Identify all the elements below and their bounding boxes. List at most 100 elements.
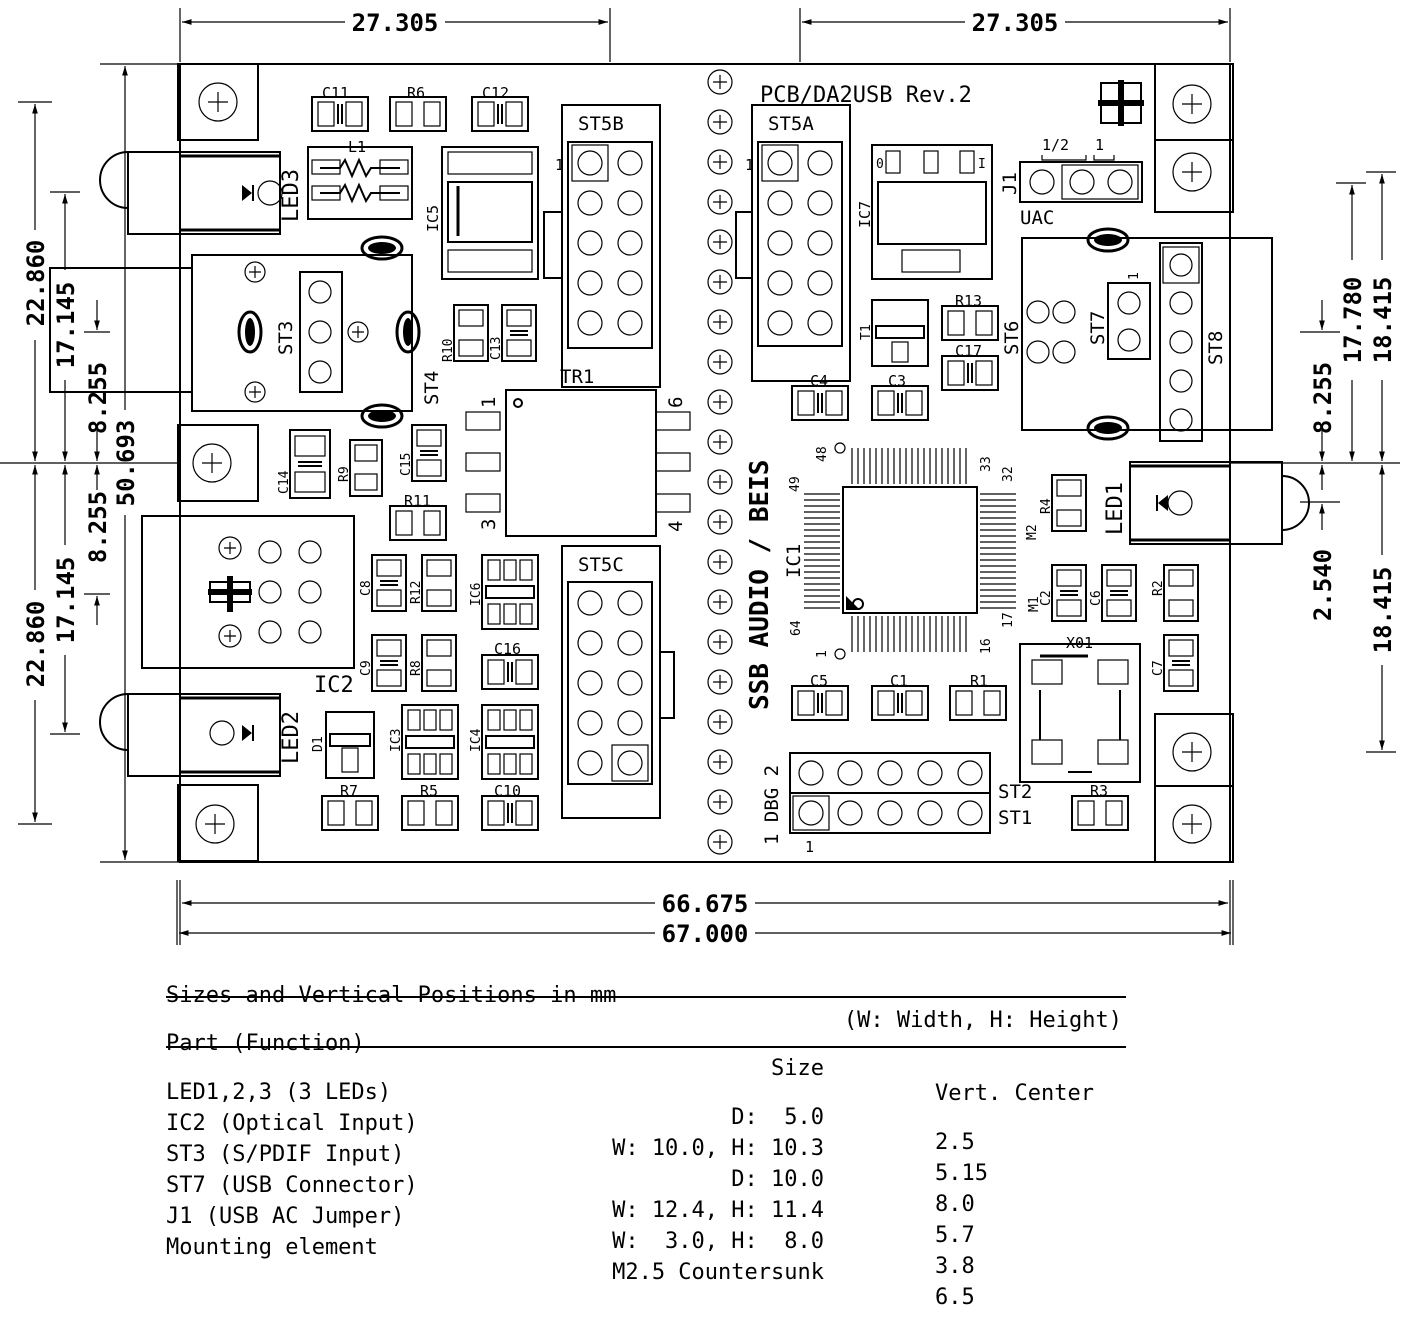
dim-left-8255-bottom: 8.255: [84, 491, 112, 563]
mount-hole-icon: [177, 63, 259, 141]
header-st5b: ST5B 1: [543, 104, 661, 388]
part-label: ST7: [1087, 311, 1109, 345]
part-label: C6: [1089, 590, 1104, 606]
part-label: 1: [745, 156, 754, 174]
part-label: IC7: [856, 201, 874, 228]
mounting-holes: [177, 63, 1234, 863]
capacitor-c11: C11: [311, 84, 369, 132]
capacitor-c14: C14: [277, 429, 331, 499]
part-label: C10: [494, 782, 521, 800]
part-label: D1: [311, 736, 326, 752]
part-label: C12: [482, 84, 509, 102]
part-label: R10: [441, 339, 456, 362]
usb-connector-st7: ST6 1 ST7 ST8: [1001, 227, 1273, 442]
capacitor-c16: C16: [481, 640, 539, 690]
ic-ic1: 48 49 33 32 64 1 16 17 IC1: [783, 442, 1016, 660]
inductor-l1: L1: [307, 138, 413, 220]
table-row: J1 (USB AC Jumper) W: 3.0, H: 8.0 3.8: [166, 1204, 975, 1279]
header-center: Vert. Center: [935, 1081, 1094, 1106]
mount-hole-icon: [1154, 785, 1234, 863]
part-label: ST5B: [578, 113, 624, 135]
optical-input-ic2: IC2: [141, 515, 355, 698]
pcb-outline: [179, 63, 1231, 863]
dim-left-22860-top: 22.860: [22, 240, 50, 327]
spec-title: Sizes and Vertical Positions in mm: [166, 983, 617, 1008]
part-label: R7: [340, 782, 358, 800]
part-label: R13: [955, 292, 982, 310]
resistor-r2: R2: [1151, 564, 1199, 622]
resistor-r7: R7: [321, 782, 379, 831]
dimension-lines: [0, 8, 1400, 945]
part-label: 1: [1127, 272, 1142, 280]
dim-left-50693: 50.693: [112, 420, 140, 507]
part-label: IC1: [783, 544, 805, 578]
part-label: IC5: [424, 205, 442, 232]
part-label: 64: [789, 620, 804, 636]
part-label: IC3: [389, 729, 404, 752]
part-label: IC6: [469, 583, 484, 606]
ic-ic4: IC4: [469, 704, 539, 780]
part-label: 1: [805, 838, 814, 856]
part-label: C15: [399, 453, 414, 476]
crystal-x01: X01: [1019, 634, 1141, 783]
part-label: 16: [979, 638, 994, 654]
ic-ic6: IC6: [469, 554, 539, 630]
ic-ic7: 0 I IC7: [856, 144, 993, 280]
capacitor-c8: C8: [359, 554, 407, 612]
part-label: 17: [1001, 612, 1016, 628]
capacitor-c4: C4: [791, 372, 849, 421]
fiducial-icon: [1098, 80, 1144, 126]
capacitor-c5: C5: [791, 672, 849, 721]
dim-right-18415-bottom: 18.415: [1369, 567, 1397, 654]
part-label: 1: [815, 650, 830, 658]
part-label: T1: [859, 324, 874, 340]
resistor-r5: R5: [401, 782, 459, 831]
part-label: C13: [489, 337, 504, 360]
transformer-tr1: TR1 1 3 6 4: [465, 366, 691, 537]
part-label: LED1: [1103, 482, 1128, 535]
part-label: C17: [955, 342, 982, 360]
table-row: IC2 (Optical Input) W: 10.0, H: 10.3 5.1…: [166, 1111, 988, 1186]
header-st5c: ST5C: [561, 545, 675, 819]
table-row: LED1,2,3 (3 LEDs) D: 5.0 2.5: [166, 1080, 975, 1155]
table-row: ST3 (S/PDIF Input) D: 10.0 8.0: [166, 1142, 975, 1217]
part-label: ST5A: [768, 113, 814, 135]
led-led1: LED1: [1103, 461, 1310, 545]
capacitor-c12: C12: [471, 84, 529, 132]
part-label: R5: [420, 782, 438, 800]
dimension-labels: 27.305 27.305 66.675 67.000 22.860 17.14…: [22, 9, 1397, 948]
part-label: ST6: [1001, 321, 1023, 355]
dim-right-8255: 8.255: [1309, 362, 1337, 434]
part-label: ST4: [421, 371, 443, 405]
part-label: C1: [890, 672, 908, 690]
dim-width-inner: 66.675: [662, 890, 749, 918]
transistor-t1: T1: [859, 299, 929, 367]
part-label: 1: [478, 397, 500, 408]
resistor-r8: R8: [409, 634, 457, 692]
dim-width-outer: 67.000: [662, 920, 749, 948]
board-brand: SSB AUDIO / BEIS: [745, 460, 775, 710]
part-label: C8: [359, 580, 374, 596]
capacitor-c3: C3: [871, 372, 929, 421]
pcb-drawing: 27.305 27.305 66.675 67.000 22.860 17.14…: [0, 8, 1400, 948]
header-size: Size: [771, 1056, 824, 1081]
via-column: [707, 69, 733, 855]
mount-hole-icon: [1154, 63, 1234, 141]
part-label: ST5C: [578, 554, 624, 576]
mount-hole-icon: [1154, 139, 1234, 213]
dim-top-left: 27.305: [352, 9, 439, 37]
diode-d1: D1: [311, 711, 375, 779]
dim-right-17780: 17.780: [1339, 277, 1367, 364]
part-label: 1 DBG 2: [761, 765, 783, 845]
jumper-j1: 1/2 1 J1 UAC: [999, 136, 1143, 229]
part-label: I: [978, 157, 986, 172]
dim-left-17145-bottom: 17.145: [52, 557, 80, 644]
part-label: 1/2: [1042, 136, 1069, 154]
dim-left-17145-top: 17.145: [52, 282, 80, 369]
part-label: LED2: [279, 711, 304, 764]
part-label: 0: [876, 157, 884, 172]
part-label: 1: [555, 156, 564, 174]
dim-left-8255-top: 8.255: [84, 362, 112, 434]
dim-right-2540: 2.540: [1309, 549, 1337, 621]
part-label: C2: [1039, 590, 1054, 606]
